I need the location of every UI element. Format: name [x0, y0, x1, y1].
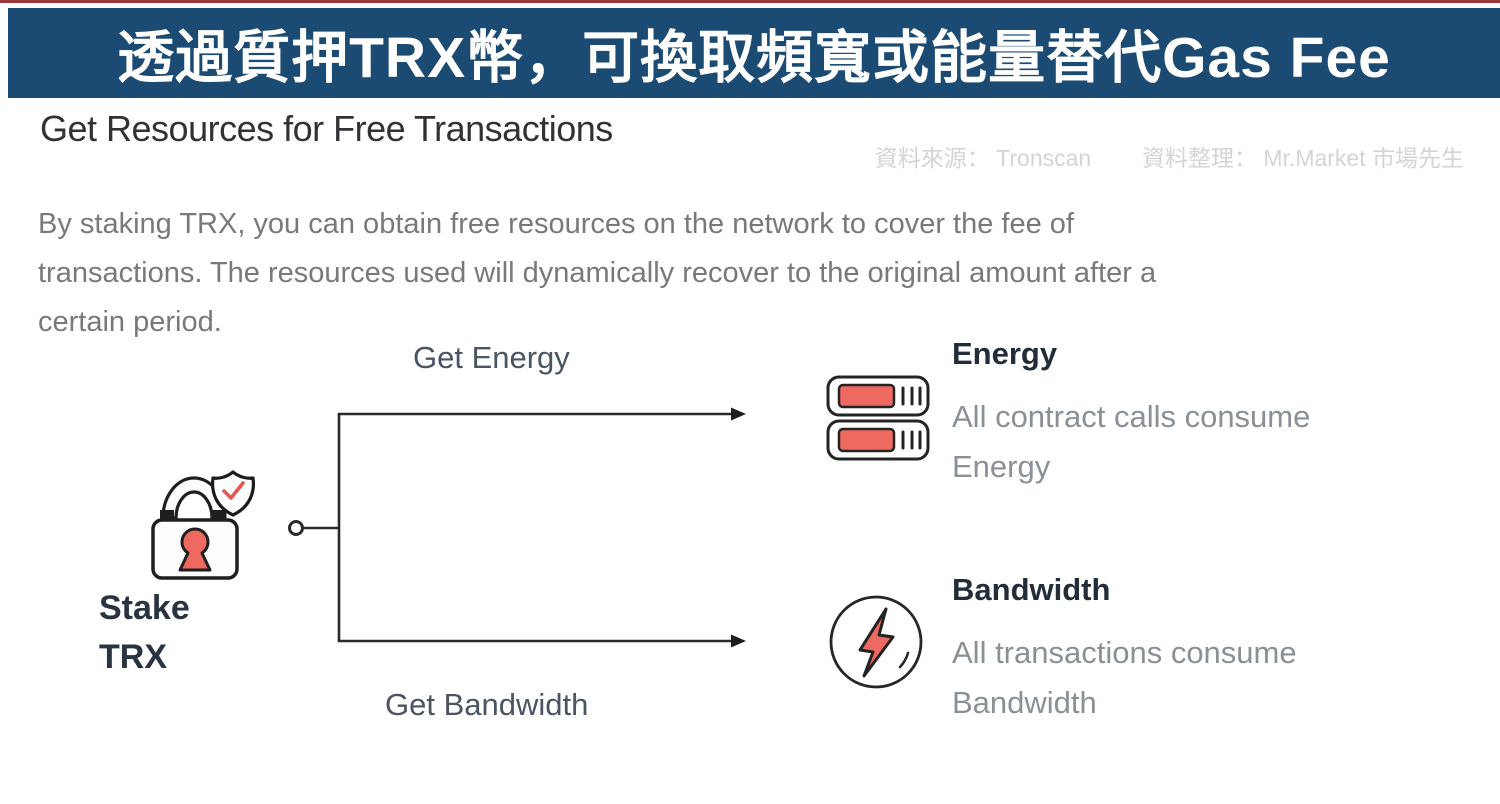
bandwidth-description: All transactions consume Bandwidth	[952, 628, 1392, 728]
connector-node	[288, 520, 304, 536]
bolt-shape	[858, 607, 895, 678]
stake-label-line1: Stake	[99, 589, 190, 627]
description-paragraph: By staking TRX, you can obtain free reso…	[38, 200, 1156, 347]
energy-title: Energy	[952, 336, 1058, 371]
circle-accent-stroke	[898, 651, 910, 669]
arrowhead-top	[731, 407, 746, 421]
banner: 透過質押TRX幣，可換取頻寬或能量替代Gas Fee	[8, 8, 1500, 98]
lock-shield-check-icon	[151, 470, 256, 580]
energy-desc-line: All contract calls consume	[952, 399, 1311, 434]
curator-label: 資料整理：	[1141, 145, 1257, 171]
branch-label-get-bandwidth: Get Bandwidth	[385, 687, 589, 722]
stake-label-line2: TRX	[99, 638, 167, 676]
energy-description: All contract calls consume Energy	[952, 392, 1392, 492]
description-line: transactions. The resources used will dy…	[38, 257, 1157, 289]
check-icon	[222, 481, 245, 500]
bandwidth-desc-line: All transactions consume	[952, 635, 1297, 670]
arrowhead-bottom	[731, 634, 746, 648]
description-line: certain period.	[38, 306, 222, 338]
energy-desc-line: Energy	[952, 449, 1051, 484]
curator-value: Mr.Market 市場先生	[1263, 145, 1464, 171]
source-label: 資料來源：	[874, 145, 990, 171]
bandwidth-title: Bandwidth	[952, 572, 1111, 607]
attribution: 資料來源： Tronscan 資料整理： Mr.Market 市場先生	[875, 139, 1464, 173]
energy-section: Energy All contract calls consume Energy	[952, 336, 1392, 492]
branch-label-get-energy: Get Energy	[413, 340, 570, 375]
page-title: Get Resources for Free Transactions	[40, 108, 613, 149]
source-value: Tronscan	[996, 145, 1092, 171]
stake-trx-label: Stake TRX	[99, 584, 190, 682]
bandwidth-section: Bandwidth All transactions consume Bandw…	[952, 572, 1392, 728]
banner-title: 透過質押TRX幣，可換取頻寬或能量替代Gas Fee	[117, 26, 1391, 90]
bandwidth-desc-line: Bandwidth	[952, 685, 1097, 720]
keyhole	[178, 527, 212, 572]
description-line: By staking TRX, you can obtain free reso…	[38, 208, 1074, 240]
battery-cells-icon	[826, 375, 930, 461]
lightning-bolt-icon	[829, 595, 923, 689]
top-red-line	[0, 0, 1500, 3]
